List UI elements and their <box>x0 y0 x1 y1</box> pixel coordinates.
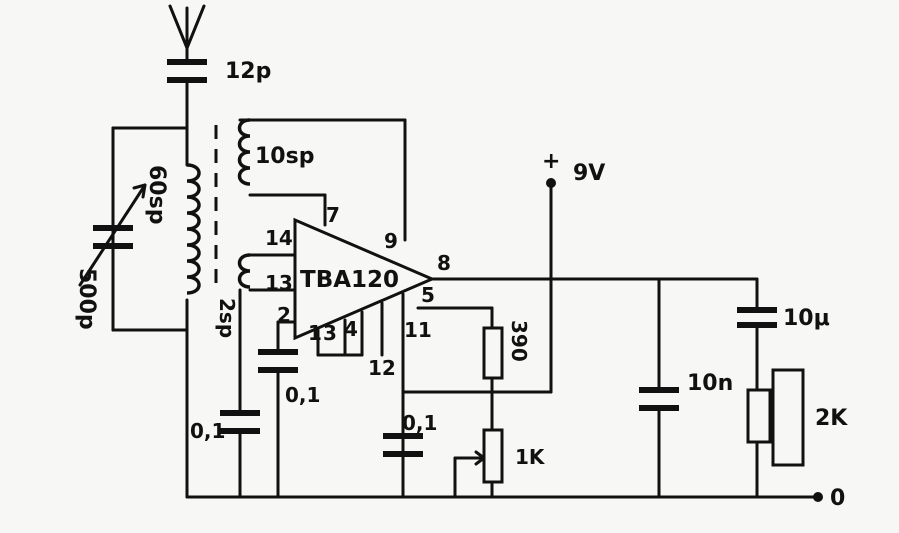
pin-13-label: 13 <box>265 271 293 295</box>
label-500p: 500p <box>74 268 99 330</box>
pin-1-label: 1 <box>308 321 322 345</box>
label-10u: 10μ <box>783 306 830 331</box>
pin-4-label: 4 <box>344 317 358 341</box>
potentiometer-1k <box>453 428 504 499</box>
label-c-pin2: 0,1 <box>285 383 320 407</box>
label-10sp: 10sp <box>255 144 314 169</box>
antenna-symbol <box>168 4 206 62</box>
capacitor-10u <box>737 277 777 392</box>
output-terminal-dot <box>813 492 823 502</box>
supply-voltage: 9V <box>573 161 605 186</box>
resistor-390 <box>401 306 504 432</box>
label-2k: 2K <box>815 406 848 431</box>
load-2k <box>746 368 805 499</box>
label-390: 390 <box>507 320 531 362</box>
label-c-left: 0,1 <box>190 419 225 443</box>
label-1k: 1K <box>515 445 546 469</box>
capacitor-12p <box>167 59 207 130</box>
pin-12-label: 12 <box>368 356 396 380</box>
supply-plus: + <box>542 149 560 174</box>
pin-8-label: 8 <box>437 251 451 275</box>
pin-9-label: 9 <box>384 229 398 253</box>
capacitor-left-0-1 <box>220 288 260 499</box>
label-c-mid: 0,1 <box>402 411 437 435</box>
variable-capacitor-500p <box>78 126 147 332</box>
coil-10sp <box>237 118 407 242</box>
capacitor-pin2-0-1 <box>258 320 298 499</box>
label-60sp: 60sp <box>144 165 169 224</box>
supply-9v <box>490 178 556 394</box>
label-10n: 10n <box>687 371 733 396</box>
ic-name: TBA120 <box>300 267 399 293</box>
pin-5-label: 5 <box>421 283 435 307</box>
output-terminal-label: 0 <box>830 486 845 511</box>
coil-60sp <box>186 163 201 295</box>
pin-14-label: 14 <box>265 226 293 250</box>
label-2sp: 2sp <box>215 298 239 338</box>
label-12p: 12p <box>225 59 271 84</box>
capacitor-10n <box>639 277 679 499</box>
ic-tba120-body <box>293 217 436 341</box>
pin-3-label: 3 <box>323 321 337 345</box>
pin-11-label: 11 <box>404 318 432 342</box>
coil-2sp <box>237 253 297 292</box>
pin-7-label: 7 <box>326 203 340 227</box>
